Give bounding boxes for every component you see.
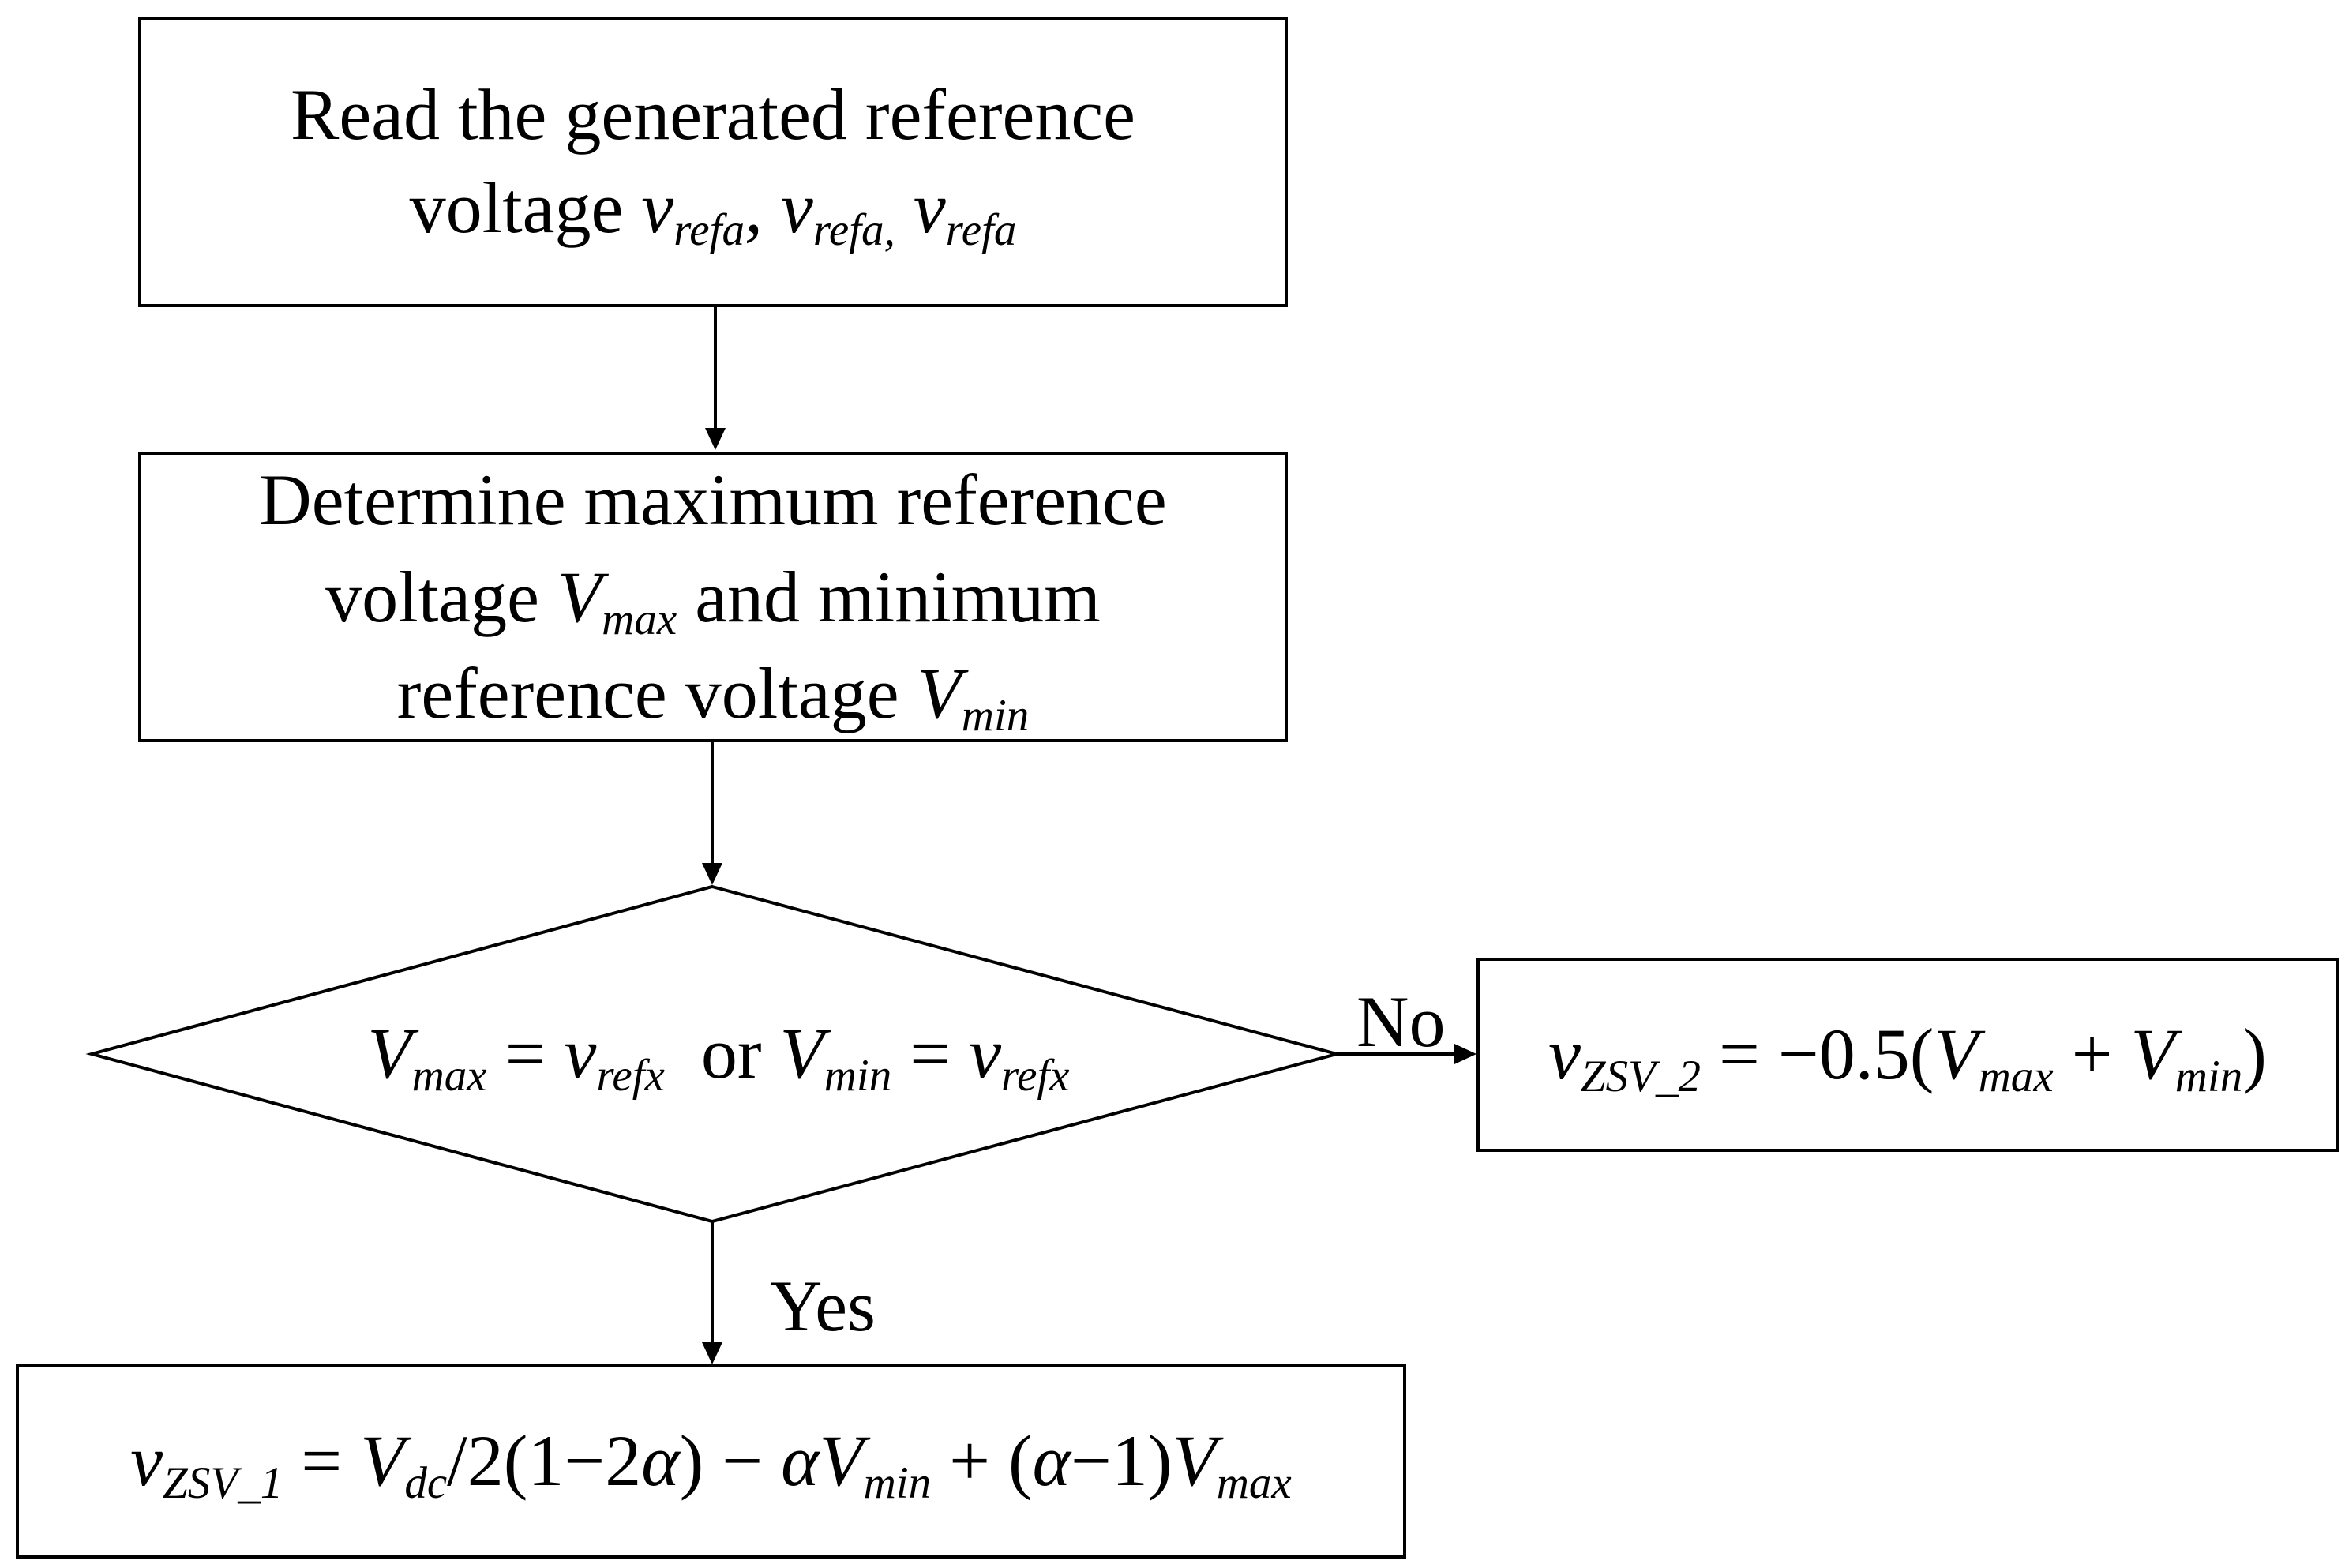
determine-line2-pre: voltage [325,556,539,637]
zsv1-vmin: V [819,1420,864,1502]
decision-vmin: V [779,1013,824,1094]
decision-vrefx-1: v [564,1013,597,1094]
determine-line3-pre: reference voltage [396,653,899,734]
zsv1-vmax-sub: max [1216,1458,1292,1509]
decision-vrefx-2-sub: refx [1001,1051,1070,1101]
zsv1-equation: vZSV_1 = Vdc/2(1−2α) − αVmin + (α−1)Vmax [130,1415,1291,1508]
zsv2-equation: vZSV_2 = −0.5(Vmax + Vmin) [1548,1008,2267,1101]
decision-text: Vmax = vrefx or Vmin = vrefx [237,1003,1200,1105]
no-label: No [1356,981,1446,1062]
zsv1-mid2: ) − [679,1420,764,1502]
zsv1-vdc: V [360,1420,405,1502]
zsv1-mid: /2(1−2 [447,1420,642,1502]
read-reference-line1: Read the generated reference [290,74,1136,156]
read-reference-box [138,17,1288,307]
zsv2-text: vZSV_2 = −0.5(Vmax + Vmin) [1478,959,2337,1150]
arrowhead-2 [702,863,722,885]
zsv1-vdc-sub: dc [404,1458,448,1509]
vmax-sub: max [602,594,677,644]
decision-vmin-sub: min [824,1051,892,1101]
vref-a-symbol: v [641,167,674,248]
voltage-word: voltage [409,167,624,248]
decision-or: or [700,1013,762,1094]
zsv2-close: ) [2242,1014,2267,1095]
zsv1-vmin-sub: min [863,1458,932,1509]
decision-condition: Vmax = vrefx or Vmin = vrefx [367,1007,1069,1101]
zsv1-eq: = [301,1420,343,1502]
decision-vrefx-1-sub: refx [596,1051,665,1101]
decision-eq2: = [910,1013,951,1094]
decision-vrefx-2: v [969,1013,1002,1094]
zsv2-plus: + [2071,1014,2113,1095]
vref-b-sub: refa, [812,204,895,255]
zsv1-alpha-1: α [641,1420,680,1502]
zsv1-minus1: −1) [1070,1420,1172,1502]
zsv1-alpha-2: α [781,1420,820,1502]
vmax-symbol: V [557,556,602,637]
read-reference-line2: voltage vrefa, vrefa, vrefa [410,162,1017,255]
zsv2-vmin-sub: min [2174,1052,2243,1102]
zsv1-lhs-sub: ZSV_1 [163,1458,283,1509]
zsv2-vmin: V [2130,1014,2175,1095]
zsv2-eq: = −0.5( [1719,1014,1934,1095]
zsv2-lhs-sub: ZSV_2 [1580,1052,1702,1102]
vref-c-symbol: v [913,167,946,248]
determine-line3: reference voltage Vmin [397,645,1030,741]
zsv1-lhs: v [130,1420,163,1502]
zsv2-vmax: V [1934,1014,1979,1095]
arrowhead-1 [705,428,726,450]
determine-line2-post: and minimum [695,556,1101,637]
zsv1-box [16,1364,1406,1559]
vmin-symbol: V [917,653,962,734]
vref-a-sub: refa [673,204,745,255]
yes-label: Yes [770,1266,876,1346]
zsv2-vmax-sub: max [1978,1052,2054,1102]
separator-comma: , [744,167,763,248]
vmin-sub: min [961,691,1030,741]
zsv2-lhs: v [1548,1014,1581,1095]
decision-vmax-sub: max [411,1051,487,1101]
vref-c-sub: refa [945,204,1017,255]
decision-eq1: = [505,1013,546,1094]
vref-b-symbol: v [780,167,813,248]
zsv1-text: vZSV_1 = Vdc/2(1−2α) − αVmin + (α−1)Vmax [17,1366,1405,1557]
zsv2-box [1476,958,2339,1152]
zsv1-alpha-3: α [1032,1420,1071,1502]
arrowhead-yes [702,1342,722,1364]
zsv1-vmax: V [1172,1420,1217,1502]
decision-vmax: V [367,1013,412,1094]
determine-text: Determine maximum reference voltage Vmax… [140,453,1286,741]
determine-line1: Determine maximum reference [259,460,1167,541]
arrowhead-no [1454,1044,1476,1064]
zsv1-plus: + ( [949,1420,1033,1502]
determine-line2: voltage Vmax and minimum [325,549,1101,645]
read-reference-text: Read the generated reference voltage vre… [140,18,1286,306]
